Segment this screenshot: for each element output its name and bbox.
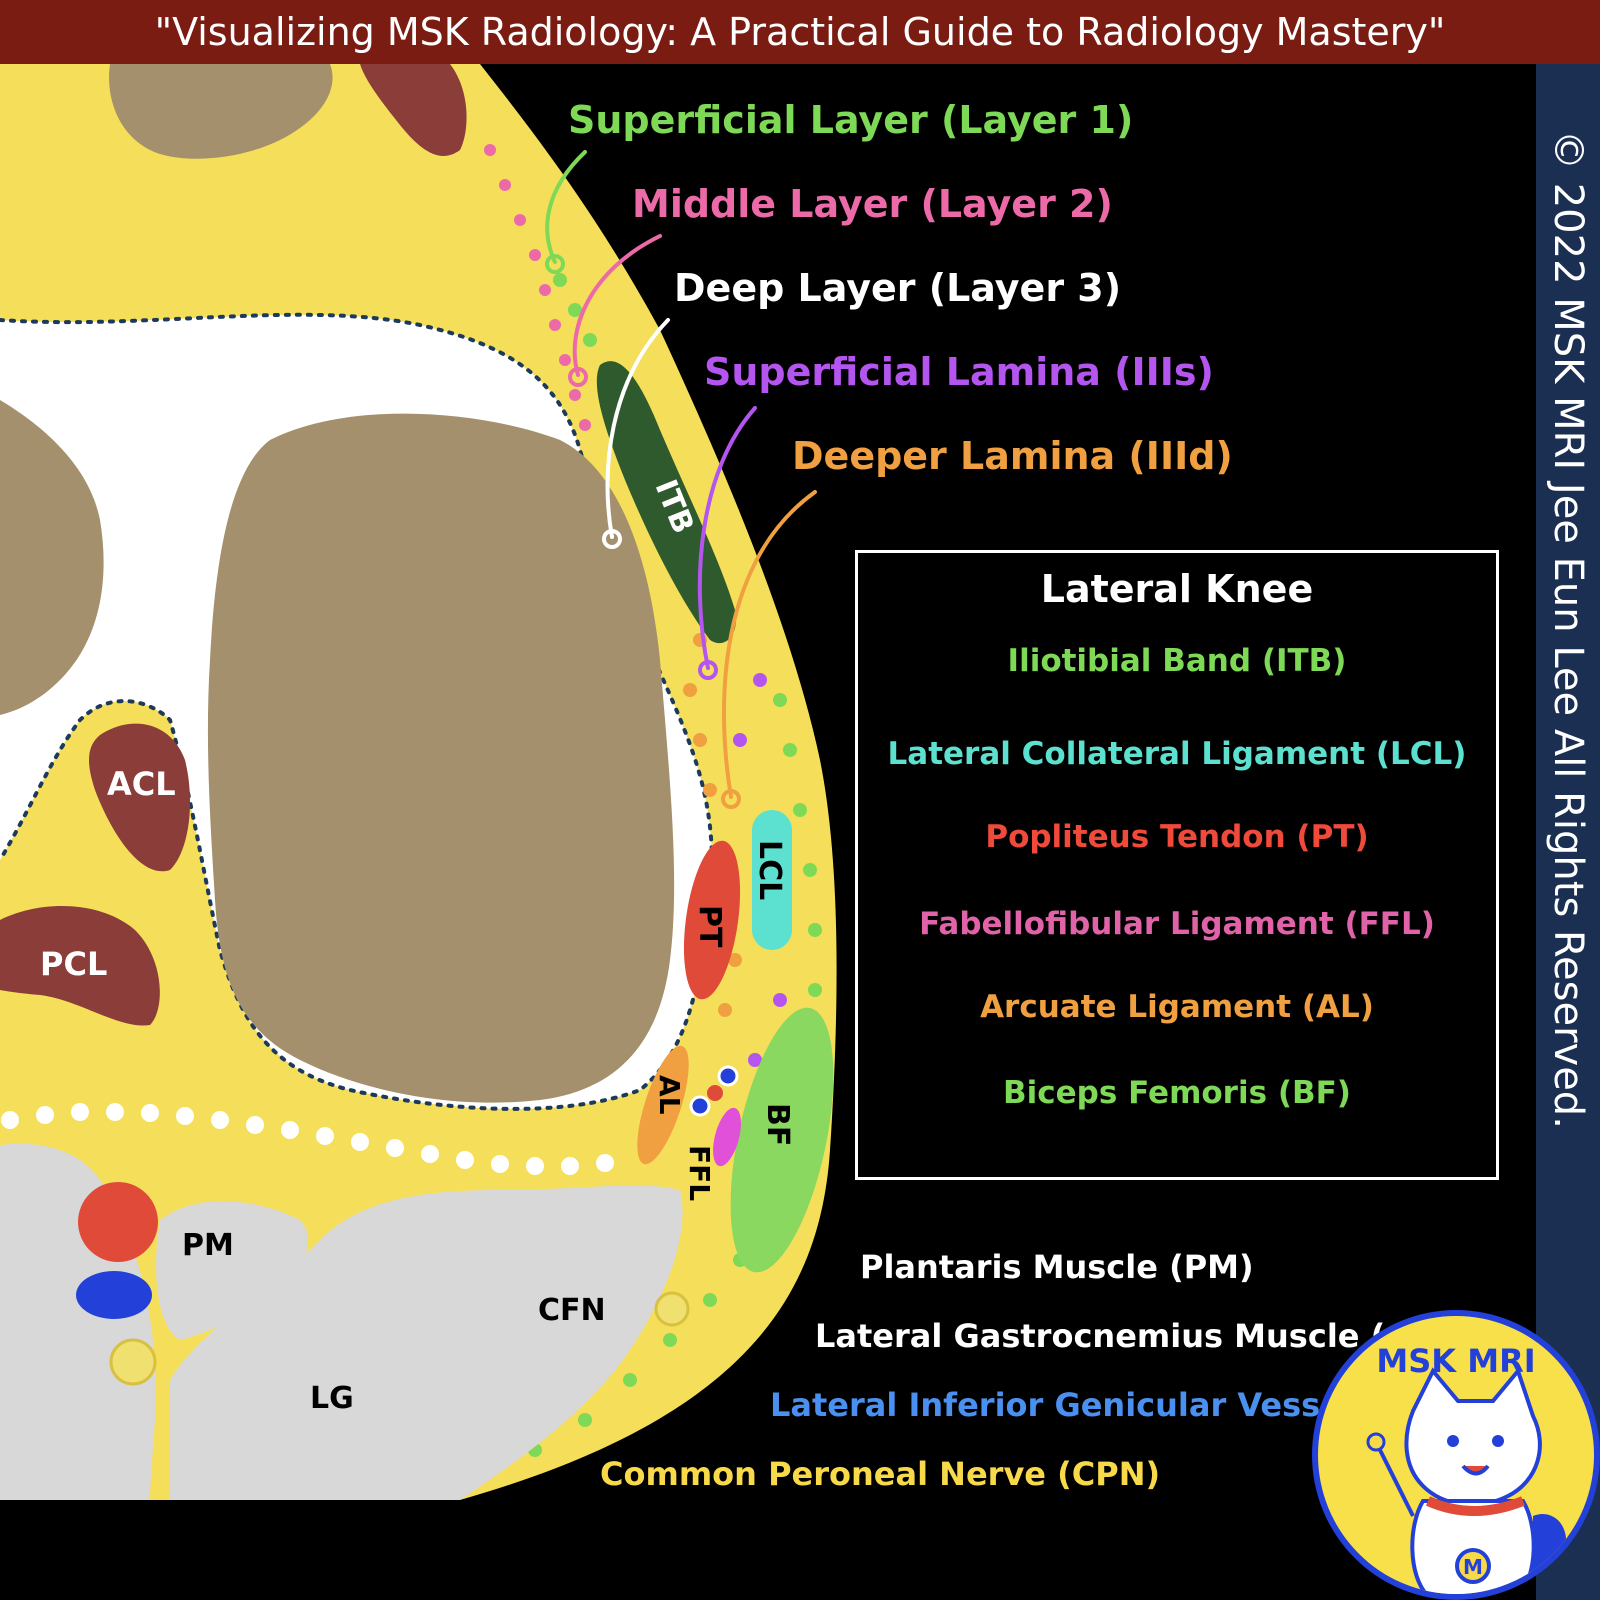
pt xyxy=(683,840,741,1000)
legend-item-itb: Iliotibial Band (ITB) xyxy=(1007,643,1347,679)
label-pm: PM xyxy=(182,1228,234,1263)
ffl xyxy=(713,1107,741,1167)
label-lcl: LCL xyxy=(752,840,787,900)
label-pcl: PCL xyxy=(40,945,107,983)
layer-label-iiid: Deeper Lamina (IIId) xyxy=(792,434,1233,478)
legend-title: Lateral Knee xyxy=(1040,567,1314,611)
label-pt: PT xyxy=(692,905,727,948)
acl xyxy=(88,723,190,872)
bottom-legend-pm: Plantaris Muscle (PM) xyxy=(860,1248,1254,1286)
msk-mri-logo: MSK MRI M xyxy=(1312,1310,1600,1600)
legend-item-pt: Popliteus Tendon (PT) xyxy=(985,819,1369,855)
peroneal-nerve xyxy=(109,1338,157,1386)
logo-text: MSK MRI xyxy=(1376,1342,1536,1380)
al xyxy=(637,1045,689,1165)
femoral-condyle xyxy=(207,413,675,1103)
capsule-dots xyxy=(1,1103,614,1175)
cat-mascot-icon: M xyxy=(1366,1366,1567,1594)
legend-item-bf: Biceps Femoris (BF) xyxy=(1003,1075,1351,1111)
knee-diagram: ITB ACL PCL LCL PT AL FFL BF PM CFN LG xyxy=(0,64,837,1500)
genicular-artery xyxy=(78,1182,158,1262)
legend-item-ffl: Fabellofibular Ligament (FFL) xyxy=(919,906,1435,942)
cfn-nerve xyxy=(654,1291,690,1327)
layer-label-1: Superficial Layer (Layer 1) xyxy=(568,98,1134,142)
label-bf: BF xyxy=(760,1103,795,1146)
arrow-layer1 xyxy=(545,150,587,264)
legend-box: Lateral Knee Iliotibial Band (ITB) Later… xyxy=(855,550,1499,1180)
structure-labels: ITB ACL PCL LCL PT AL FFL BF PM CFN LG xyxy=(40,475,795,1416)
layer-dots xyxy=(484,144,822,1457)
genicular-vein xyxy=(76,1271,152,1319)
copyright-text: © 2022 MSK MRI Jee Eun Lee All Rights Re… xyxy=(1545,130,1591,1129)
label-lg: LG xyxy=(310,1381,354,1416)
upper-bone xyxy=(109,64,333,159)
arrow-iiid xyxy=(721,490,817,799)
title-banner: "Visualizing MSK Radiology: A Practical … xyxy=(0,0,1600,64)
lcl xyxy=(752,810,792,950)
legend-item-lcl: Lateral Collateral Ligament (LCL) xyxy=(887,736,1467,772)
bottom-legend-lg: Lateral Gastrocnemius Muscle ( xyxy=(815,1317,1386,1355)
bf xyxy=(730,1007,834,1273)
layer-label-3: Deep Layer (Layer 3) xyxy=(674,266,1122,310)
legend-item-al: Arcuate Ligament (AL) xyxy=(980,989,1374,1025)
arrow-layer2 xyxy=(572,234,662,377)
bottom-legend-cpn: Common Peroneal Nerve (CPN) xyxy=(600,1455,1161,1493)
pcl xyxy=(0,906,160,1026)
label-acl: ACL xyxy=(107,765,176,803)
plantaris xyxy=(156,1201,309,1340)
label-al: AL xyxy=(653,1075,686,1115)
medial-bone xyxy=(0,400,104,715)
arrow-layer3 xyxy=(605,318,670,539)
logo-badge: M xyxy=(1463,1555,1483,1579)
bottom-legend-vessel: Lateral Inferior Genicular Vesse xyxy=(770,1386,1342,1424)
layer-label-iiis: Superficial Lamina (IIIs) xyxy=(704,350,1214,394)
arrow-iiis xyxy=(697,406,757,670)
layer-label-2: Middle Layer (Layer 2) xyxy=(632,182,1113,226)
label-ffl: FFL xyxy=(683,1145,716,1201)
label-cfn: CFN xyxy=(538,1293,606,1328)
upper-muscle xyxy=(360,64,467,156)
